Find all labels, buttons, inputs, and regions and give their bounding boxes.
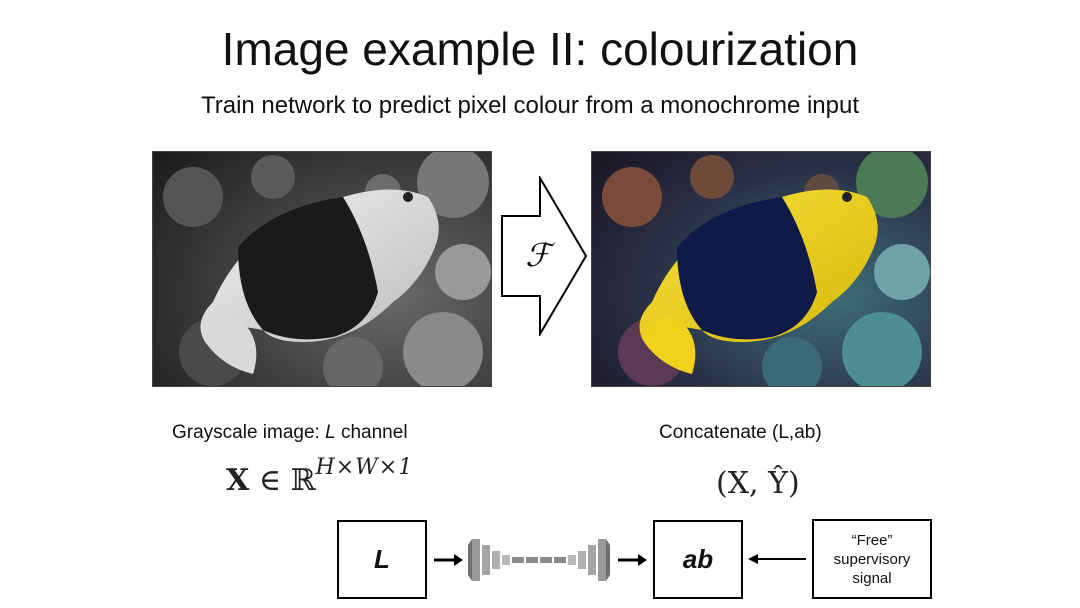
- network-diagram-icon: [430, 525, 652, 595]
- function-label: ℱ: [520, 236, 556, 274]
- slide-title: Image example II: colourization: [0, 22, 1080, 76]
- grayscale-caption-channel: L: [325, 422, 336, 443]
- free-line-1: “Free”: [852, 531, 893, 550]
- grayscale-caption: Grayscale image: L channel: [172, 422, 408, 444]
- concatenate-caption: Concatenate (L,ab): [659, 422, 822, 444]
- input-math-expression: X ∈ ℝH×W×1: [226, 463, 413, 498]
- math-x: X: [226, 463, 249, 498]
- slide-subtitle: Train network to predict pixel colour fr…: [0, 92, 1080, 120]
- grayscale-fish-image: [152, 151, 492, 387]
- math-element-of: ∈: [259, 463, 281, 498]
- free-line-3: signal: [852, 569, 891, 588]
- input-L-box: L: [337, 520, 427, 599]
- free-supervisory-signal-box: “Free” supervisory signal: [812, 519, 932, 599]
- math-exponent: H×W×1: [316, 455, 414, 480]
- output-math-expression: (X, Ŷ): [716, 466, 800, 501]
- colourized-fish-image: [591, 151, 931, 387]
- free-line-2: supervisory: [834, 550, 911, 569]
- grayscale-caption-suffix: channel: [336, 422, 408, 443]
- output-ab-box: ab: [653, 520, 743, 599]
- supervision-arrow-icon: [746, 552, 808, 566]
- math-real-set: ℝ: [291, 463, 316, 498]
- grayscale-caption-prefix: Grayscale image:: [172, 422, 325, 443]
